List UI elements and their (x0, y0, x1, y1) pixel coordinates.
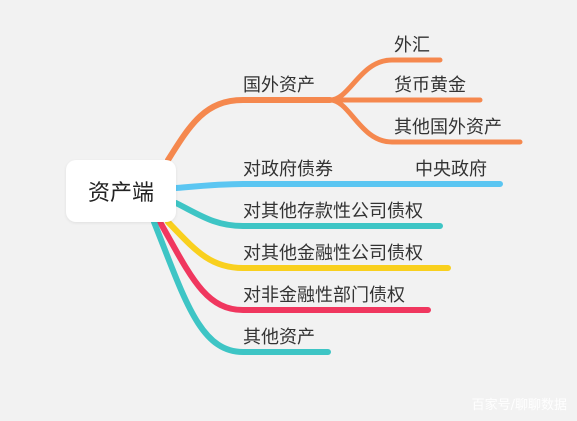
node-deposit-claims: 对其他存款性公司债权 (243, 201, 423, 222)
link-otherassets (151, 219, 331, 355)
node-financial-claims: 对其他金融性公司债权 (243, 243, 423, 264)
node-gov-bonds: 对政府债券 (243, 159, 333, 180)
node-gold: 货币黄金 (394, 75, 466, 96)
node-other-assets: 其他资产 (243, 327, 315, 348)
watermark: 百家号/聊聊数据 (471, 398, 567, 413)
root-label: 资产端 (87, 181, 154, 206)
node-foreign-assets: 国外资产 (243, 75, 315, 96)
node-other-foreign: 其他国外资产 (394, 117, 502, 138)
link-deposit (173, 200, 443, 229)
node-nonfinancial-claims: 对非金融性部门债权 (243, 285, 405, 306)
link-foreign (165, 97, 333, 163)
link-otherforeign (327, 97, 523, 145)
link-financial (165, 219, 451, 271)
link-gov (173, 181, 503, 191)
link-nonfinancial (157, 219, 431, 313)
root-node: 资产端 (66, 160, 176, 222)
node-central-gov: 中央政府 (415, 159, 487, 180)
node-fx: 外汇 (394, 35, 430, 56)
